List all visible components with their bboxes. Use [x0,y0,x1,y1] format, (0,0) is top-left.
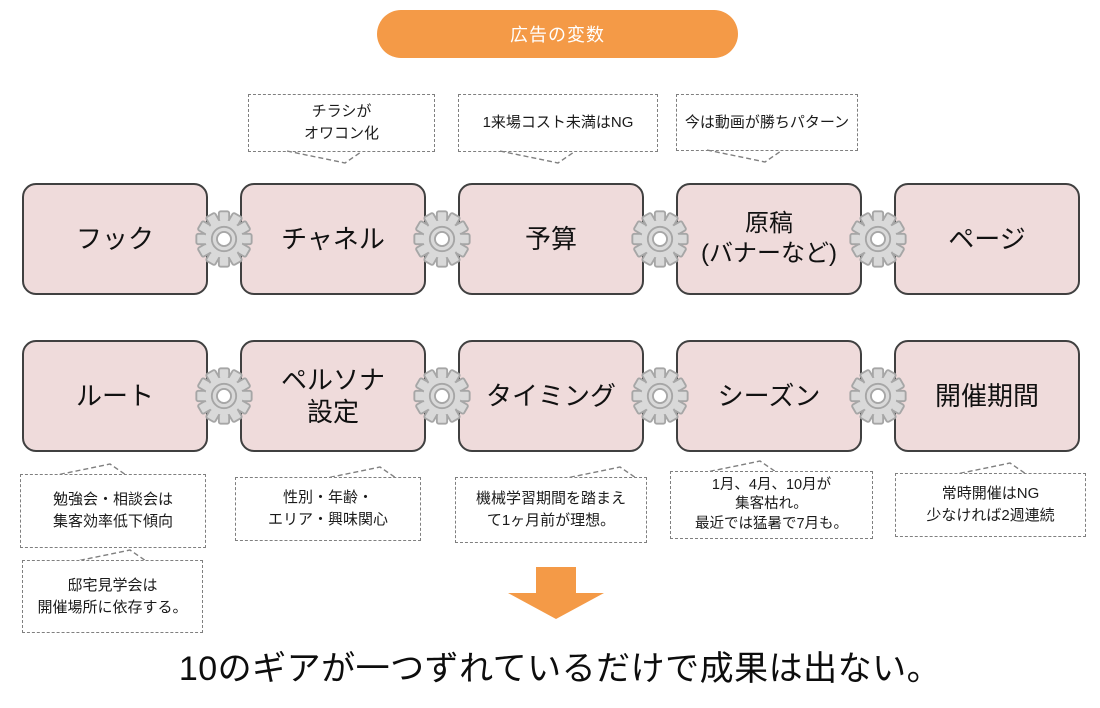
title-pill: 広告の変数 [377,10,738,58]
callout-tail [51,463,127,477]
conclusion-text: 10のギアが一つずれているだけで成果は出ない。 [178,650,942,688]
box-creative: 原稿 (バナーなど) [676,183,862,295]
gear-icon [848,366,908,426]
callout-tail [499,150,575,164]
callout-ml-period: 機械学習期間を踏まえ て1ヶ月前が理想。 [455,477,647,543]
callout-demographics: 性別・年齢・ エリア・興味関心 [235,477,421,541]
callout-always-open-ng: 常時開催はNG 少なければ2週連続 [895,473,1086,537]
callout-season-months: 1月、4月、10月が 集客枯れ。 最近では猛暑で7月も。 [670,471,873,539]
callout-tail [951,462,1027,476]
box-persona: ペルソナ 設定 [240,340,426,452]
gear-icon [412,366,472,426]
callout-tail [321,466,397,480]
box-timing: タイミング [458,340,644,452]
box-page: ページ [894,183,1080,295]
gear-icon [194,209,254,269]
callout-cost-per-visit: 1来場コスト未満はNG [458,94,658,152]
down-arrow-icon [508,567,604,619]
gear-icon [412,209,472,269]
gear-icon [194,366,254,426]
gear-icon [848,209,908,269]
gear-icon [630,209,690,269]
box-season: シーズン [676,340,862,452]
box-hook: フック [22,183,208,295]
callout-video-wins: 今は動画が勝ちパターン [676,94,858,151]
callout-tail [71,549,147,563]
callout-tail [701,460,777,474]
callout-tail [706,149,782,163]
box-route: ルート [22,340,208,452]
callout-house-tour: 邸宅見学会は 開催場所に依存する。 [22,560,203,633]
box-channel: チャネル [240,183,426,295]
callout-tail [286,150,362,164]
callout-tail [561,466,637,480]
gear-icon [630,366,690,426]
box-event-period: 開催期間 [894,340,1080,452]
callout-flyer-obsolete: チラシが オワコン化 [248,94,435,152]
box-budget: 予算 [458,183,644,295]
callout-seminar-efficiency: 勉強会・相談会は 集客効率低下傾向 [20,474,206,548]
